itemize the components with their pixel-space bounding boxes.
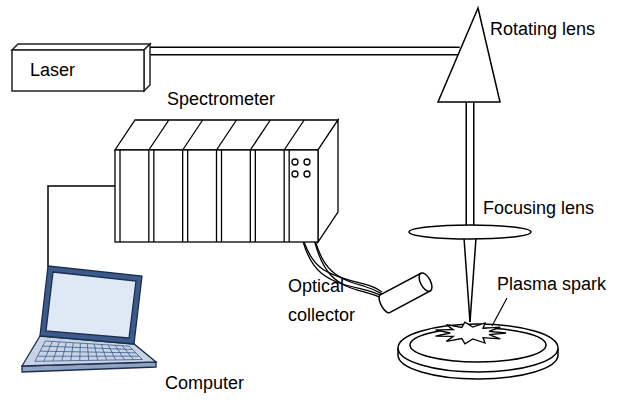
laser-body <box>12 44 150 91</box>
key-column <box>87 344 88 361</box>
spectrometer-body <box>115 120 338 242</box>
panel-divider <box>284 150 285 242</box>
computer-laptop: Computer <box>18 266 162 380</box>
key-column <box>101 344 106 360</box>
connector <box>48 186 115 267</box>
key-column <box>122 346 133 360</box>
beam-ray <box>464 238 470 322</box>
panel-edge <box>221 150 222 242</box>
panel-divider <box>149 120 169 150</box>
keyboard-keys <box>35 341 143 361</box>
panel-edge <box>289 150 290 242</box>
computer-laptop-shape <box>18 266 162 380</box>
spectrometer-unit-shape <box>112 116 342 244</box>
panel-divider <box>250 120 270 150</box>
beam-core <box>467 102 473 225</box>
laser-box: Laser <box>12 42 150 92</box>
panel-edge <box>255 150 256 242</box>
beam-core <box>147 48 460 54</box>
panel-divider <box>148 150 149 242</box>
collector-body <box>377 271 435 314</box>
data-cable <box>48 186 115 267</box>
connector <box>147 51 460 52</box>
leader-line <box>492 298 507 326</box>
key-column <box>108 345 115 360</box>
laptop-screen <box>46 272 136 338</box>
spec-front <box>115 150 318 242</box>
laser-front <box>12 50 144 91</box>
node-label: Laser <box>30 59 75 81</box>
key-column <box>35 341 45 361</box>
fiber-port <box>304 159 310 165</box>
laptop-body <box>22 266 156 372</box>
panel-divider <box>217 120 237 150</box>
connector <box>470 102 471 225</box>
key-column <box>71 343 74 361</box>
fiber-port <box>292 159 298 165</box>
key-column <box>53 342 59 361</box>
panel-divider <box>183 120 203 150</box>
spectrometer-unit: Spectrometer <box>112 116 342 244</box>
node-label: Computer <box>165 372 244 394</box>
node-label: Optical collector <box>288 272 372 330</box>
laser-top <box>12 44 150 50</box>
key-column <box>79 343 81 360</box>
panel-edge <box>187 150 188 242</box>
panel-edge <box>153 150 154 242</box>
beam-outline <box>147 47 460 56</box>
collector-end <box>416 271 434 293</box>
focusing-lens-shape <box>408 224 532 240</box>
plasma-spark <box>436 322 507 344</box>
focusing-lens: Focusing lens <box>408 224 532 240</box>
panel-divider <box>250 150 251 242</box>
key-column <box>94 344 97 360</box>
key-column <box>62 342 66 361</box>
fiber-port <box>292 171 298 177</box>
beam-ray <box>470 238 476 322</box>
panel-edge <box>119 150 120 242</box>
laptop-screen-frame <box>40 266 142 344</box>
node-label: Spectrometer <box>167 88 275 110</box>
panel-divider <box>284 120 304 150</box>
part-label: Plasma spark <box>497 273 606 295</box>
fiber-port <box>304 171 310 177</box>
node-label: Focusing lens <box>483 197 594 219</box>
laser-side <box>144 44 150 91</box>
optical-collector-shape <box>376 270 438 314</box>
converging-beam <box>464 238 476 322</box>
panel-divider <box>182 150 183 242</box>
spec-side <box>318 120 338 242</box>
spec-top <box>115 120 338 150</box>
rotating-prism: Rotating lens <box>438 8 500 102</box>
key-column <box>115 345 124 359</box>
key-column <box>44 341 52 361</box>
lens-outline <box>409 225 531 239</box>
key-column <box>129 346 142 359</box>
beam-outline <box>466 102 475 225</box>
node-label: Rotating lens <box>490 18 595 40</box>
panel-divider <box>216 150 217 242</box>
optical-collector: Optical collector <box>376 270 438 314</box>
